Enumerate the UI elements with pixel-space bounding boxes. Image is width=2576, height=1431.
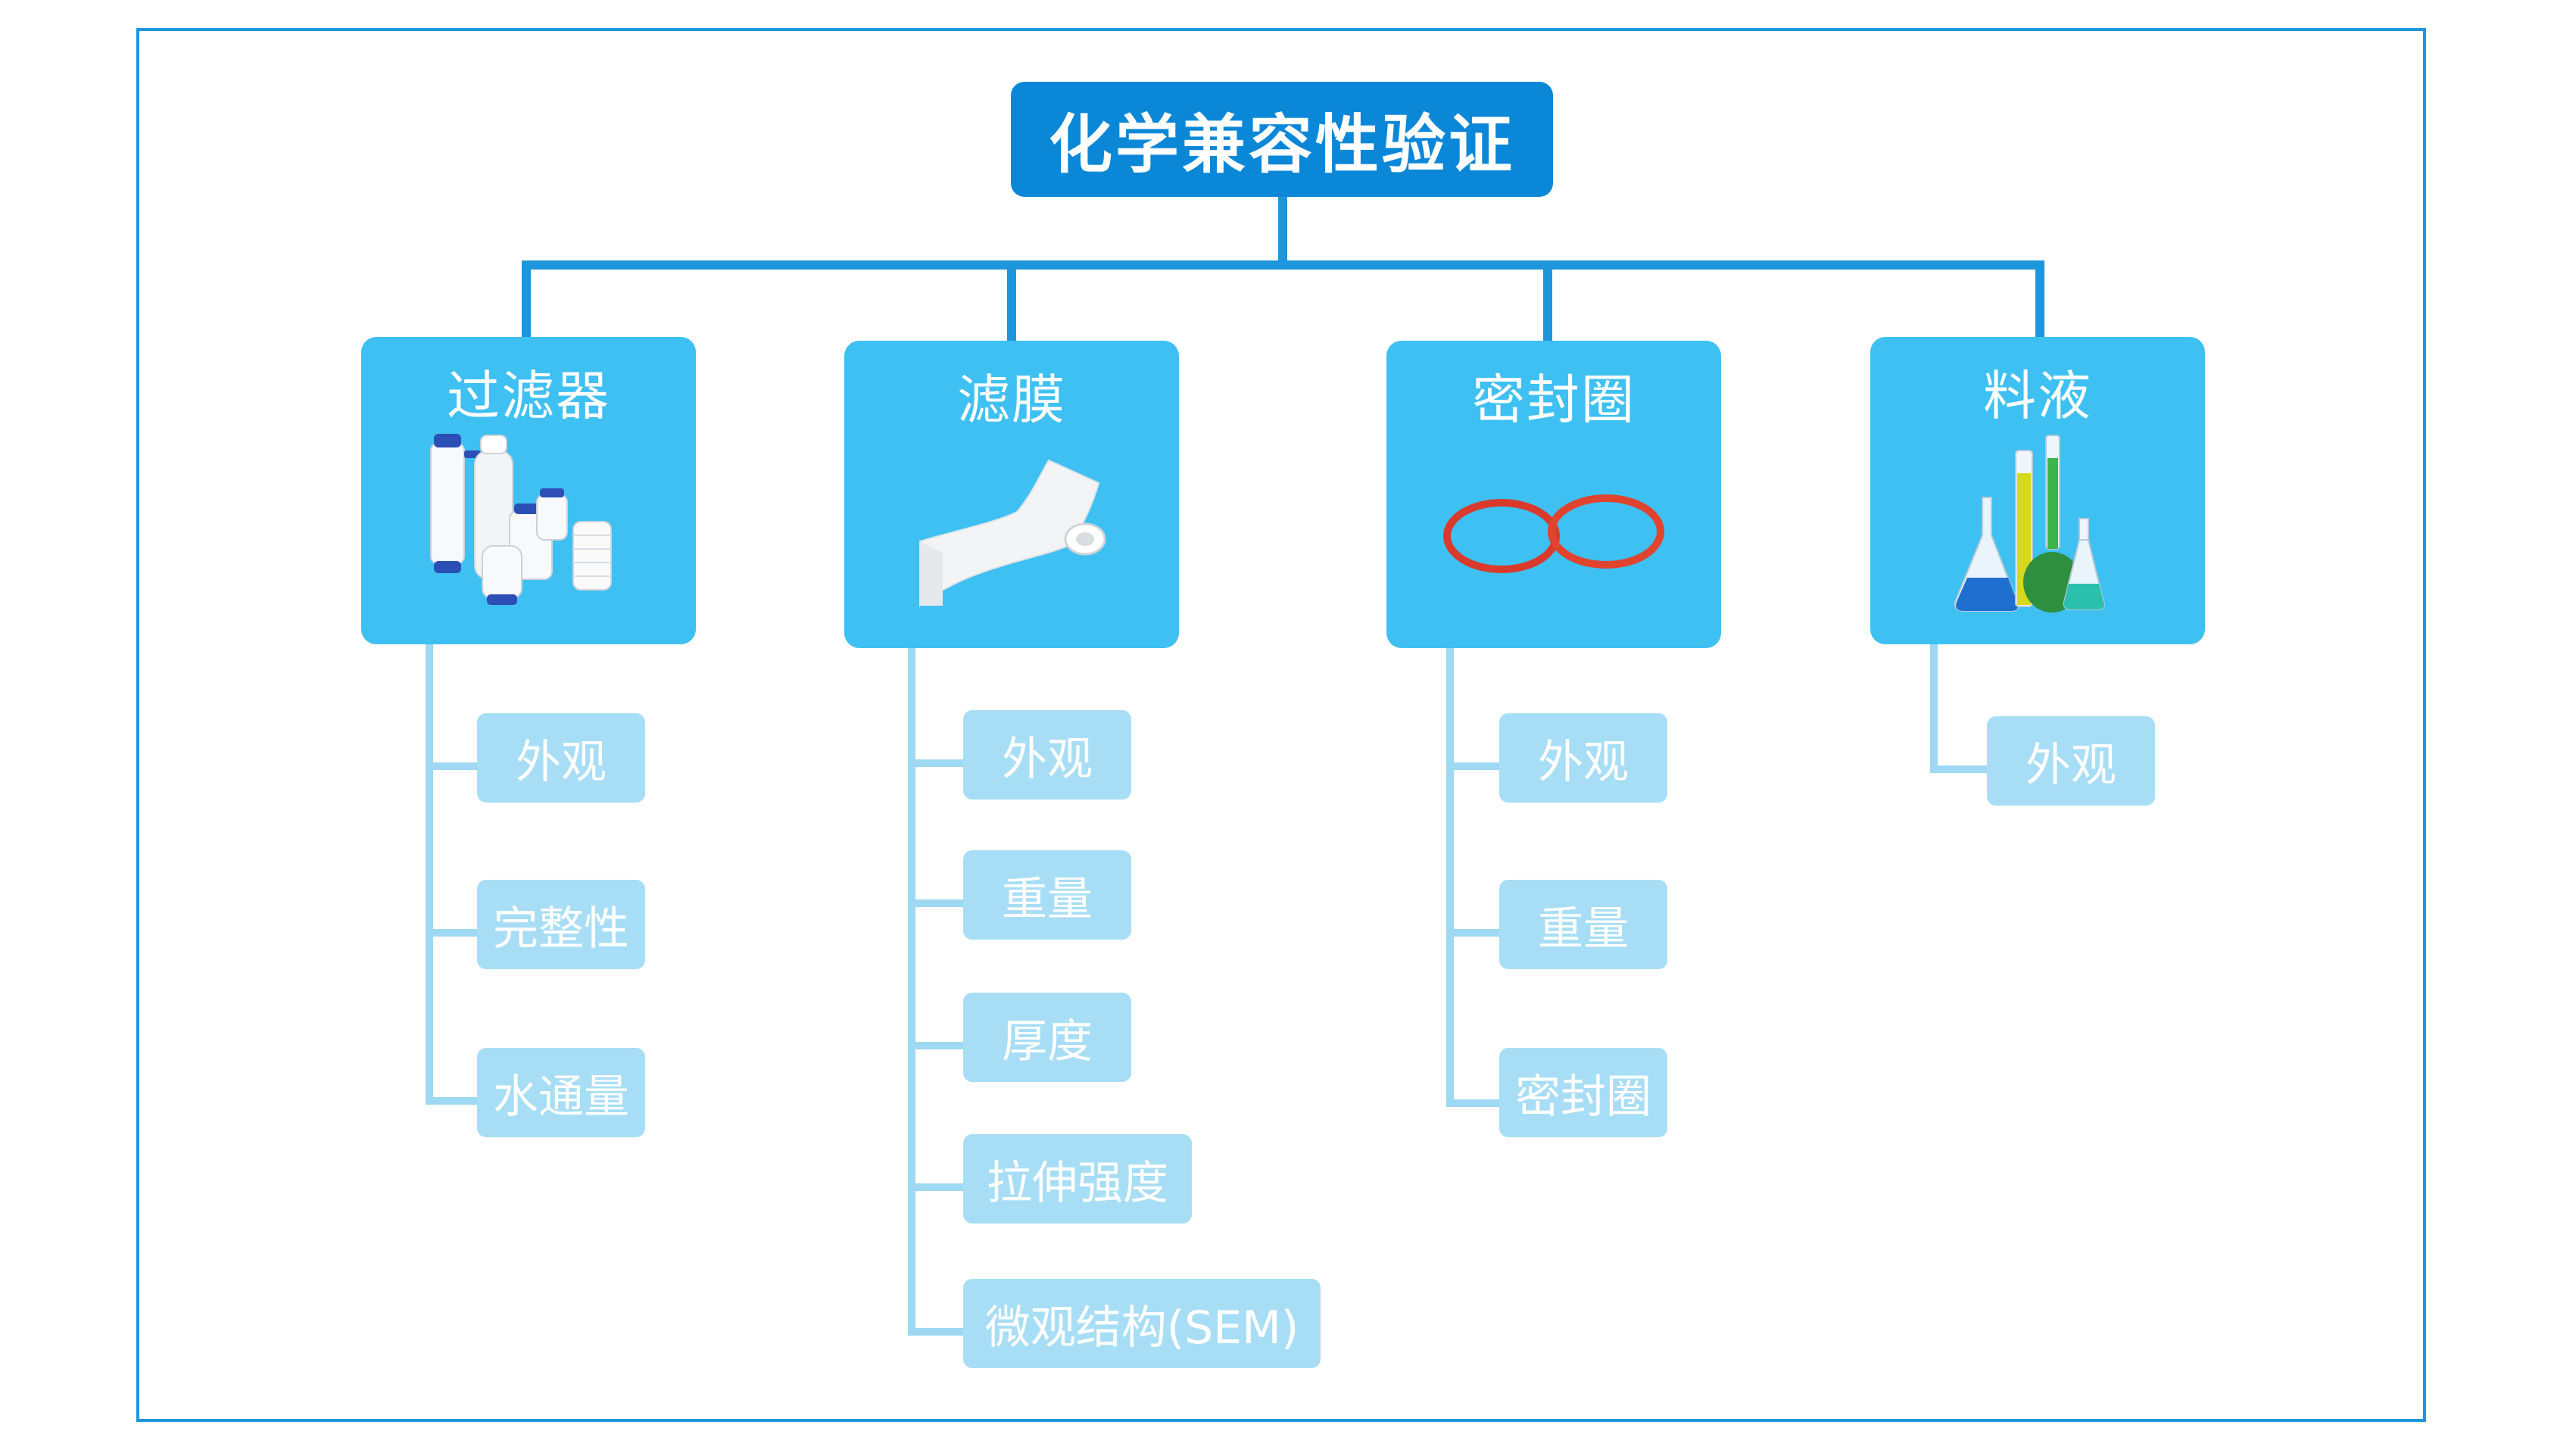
membrane-roll-icon bbox=[919, 459, 1106, 608]
test-liquid-appearance: 外观 bbox=[1987, 716, 2155, 806]
drop-membrane bbox=[1007, 260, 1016, 342]
branch bbox=[1446, 929, 1504, 937]
test-membrane-microstructure: 微观结构(SEM) bbox=[963, 1279, 1321, 1368]
test-seal-ring-appearance: 外观 bbox=[1499, 713, 1667, 803]
branch bbox=[1930, 765, 1988, 773]
drop-oring bbox=[1543, 260, 1552, 342]
category-filter: 过滤器 bbox=[361, 337, 696, 644]
root-node: 化学兼容性验证 bbox=[1011, 82, 1553, 197]
horizontal-connector bbox=[522, 260, 2044, 270]
branch bbox=[426, 929, 483, 937]
branch bbox=[1446, 762, 1504, 770]
test-membrane-tensile-strength: 拉伸强度 bbox=[963, 1134, 1192, 1224]
tree-trunk-filter bbox=[426, 644, 433, 1103]
branch bbox=[1446, 1099, 1504, 1107]
branch bbox=[426, 1097, 483, 1105]
test-seal-ring-weight: 重量 bbox=[1499, 880, 1667, 969]
category-label: 滤膜 bbox=[957, 369, 1066, 431]
test-membrane-appearance: 外观 bbox=[963, 710, 1131, 800]
category-membrane: 滤膜 bbox=[844, 341, 1179, 648]
branch bbox=[908, 759, 965, 767]
category-label: 过滤器 bbox=[447, 365, 610, 427]
test-seal-ring-seal: 密封圈 bbox=[1499, 1048, 1667, 1137]
tree-trunk-seal-ring bbox=[1446, 648, 1454, 1107]
test-membrane-weight: 重量 bbox=[963, 850, 1131, 940]
drop-filter bbox=[522, 260, 531, 339]
root-stem bbox=[1278, 195, 1287, 267]
diagram-frame bbox=[136, 28, 2426, 1422]
filter-cartridges-icon bbox=[430, 434, 612, 605]
branch bbox=[908, 1183, 965, 1191]
branch bbox=[908, 1042, 965, 1049]
lab-flasks-icon bbox=[1954, 435, 2105, 613]
drop-liquid bbox=[2035, 260, 2044, 339]
branch bbox=[908, 1328, 965, 1336]
test-membrane-thickness: 厚度 bbox=[963, 993, 1131, 1082]
test-filter-water-flux: 水通量 bbox=[477, 1048, 645, 1137]
category-label: 料液 bbox=[1983, 365, 2092, 427]
branch bbox=[908, 899, 965, 907]
category-label: 密封圈 bbox=[1472, 369, 1636, 431]
category-liquid: 料液 bbox=[1870, 337, 2205, 644]
tree-trunk-liquid bbox=[1930, 644, 1938, 773]
test-filter-integrity: 完整性 bbox=[477, 880, 645, 969]
category-seal-ring: 密封圈 bbox=[1386, 341, 1721, 648]
o-rings-icon bbox=[1443, 494, 1664, 573]
branch bbox=[426, 762, 483, 770]
test-filter-appearance: 外观 bbox=[477, 713, 645, 803]
tree-trunk-membrane bbox=[908, 648, 915, 1336]
